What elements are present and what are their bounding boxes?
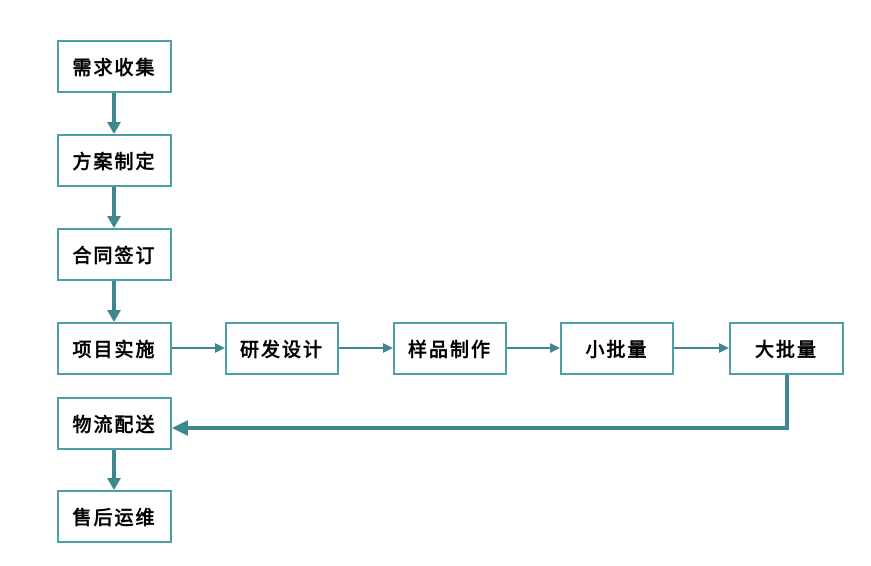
flow-node-after-sales-maintenance: 售后运维 — [57, 490, 172, 543]
flow-node-rd-design: 研发设计 — [225, 322, 339, 375]
connector-largebatch-to-logistics — [172, 375, 789, 436]
flow-node-project-implementation: 项目实施 — [57, 322, 172, 375]
flow-node-requirements-collection: 需求收集 — [57, 40, 172, 93]
flow-node-small-batch: 小批量 — [560, 322, 674, 375]
connector-logistics-to-aftersales — [107, 450, 121, 490]
flow-node-contract-signing: 合同签订 — [57, 228, 172, 281]
flow-node-logistics-delivery: 物流配送 — [57, 397, 172, 450]
flow-node-plan-formulation: 方案制定 — [57, 134, 172, 187]
flow-node-large-batch: 大批量 — [729, 322, 844, 375]
connector-requirements-to-plan — [107, 93, 121, 134]
connector-smallbatch-to-largebatch — [674, 343, 729, 353]
connector-sample-to-smallbatch — [507, 343, 560, 353]
flow-node-sample-production: 样品制作 — [393, 322, 507, 375]
connector-contract-to-implementation — [107, 281, 121, 322]
connector-rddesign-to-sample — [339, 343, 393, 353]
connector-plan-to-contract — [107, 187, 121, 228]
connector-implementation-to-rddesign — [172, 343, 225, 353]
